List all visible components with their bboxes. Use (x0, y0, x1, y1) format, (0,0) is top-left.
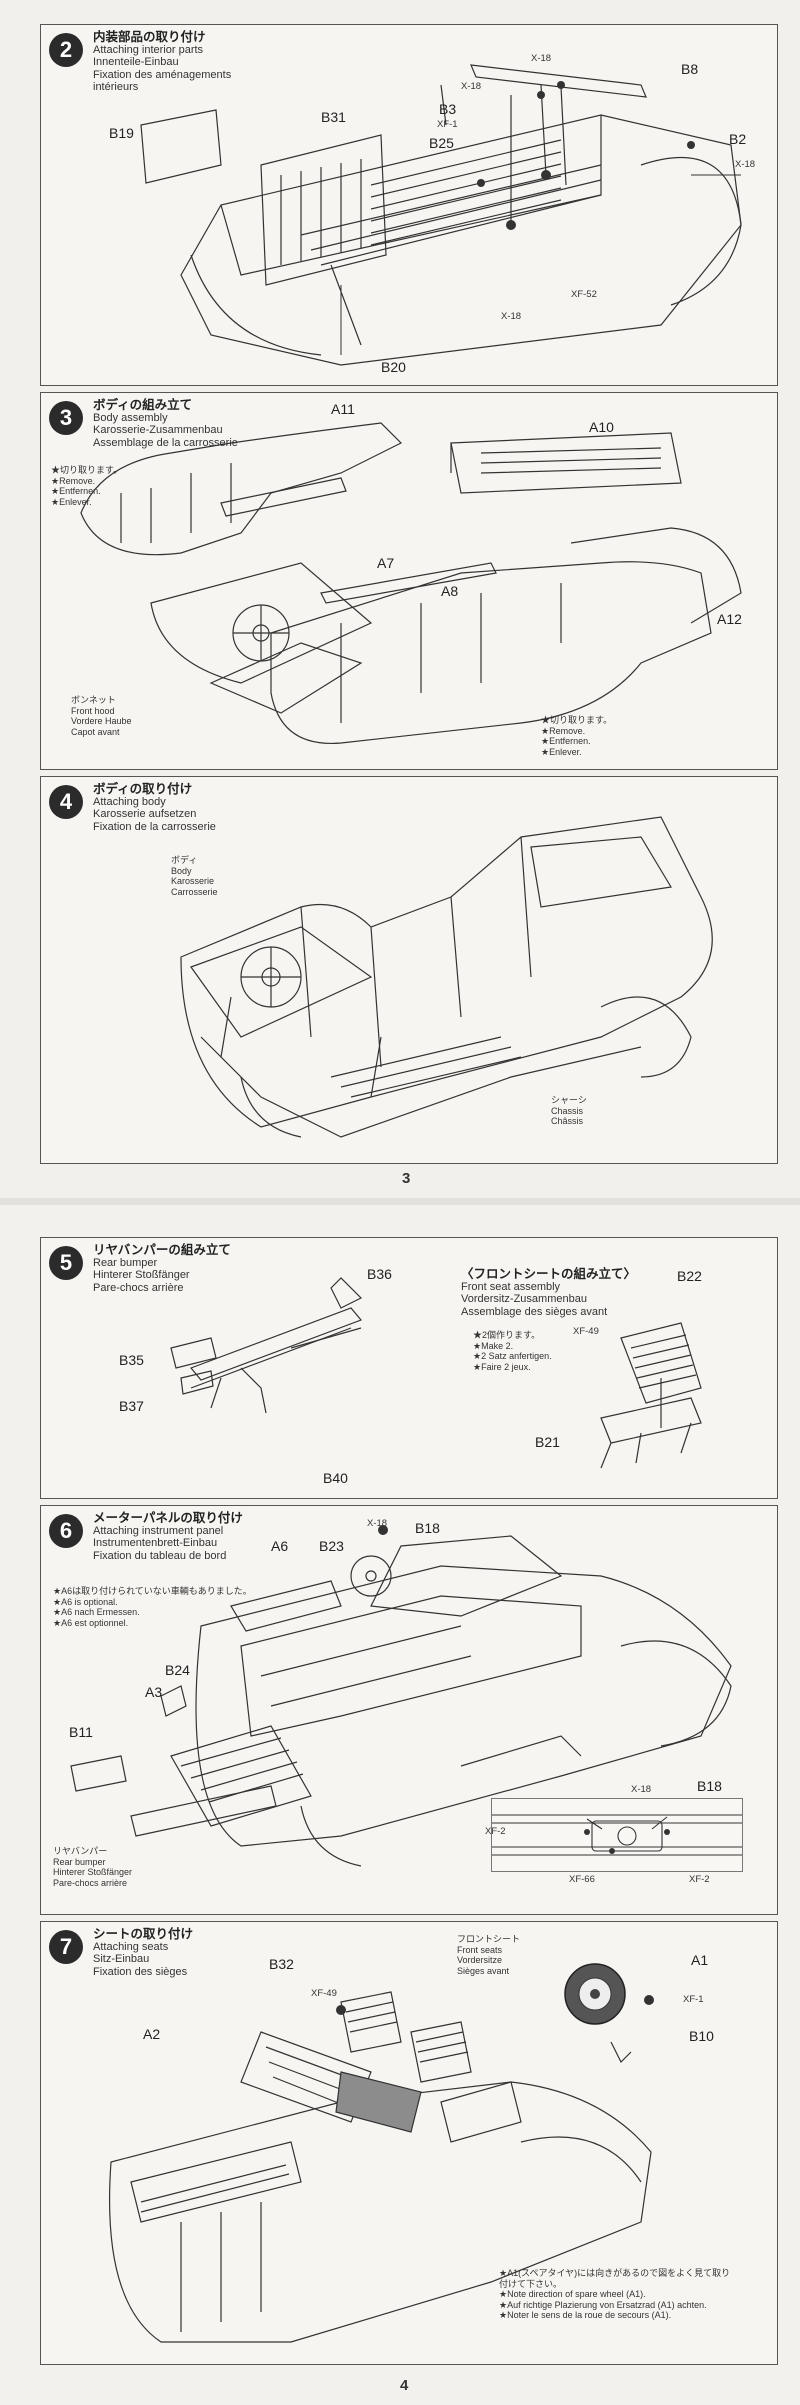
step-title: メーターパネルの取り付け Attaching instrument panel … (93, 1511, 243, 1562)
chassis-label: シャーシ Chassis Châssis (551, 1095, 587, 1126)
part-label-a2: A2 (143, 2026, 161, 2042)
make-two-note: ★2個作ります。 ★Make 2. ★2 Satz anfertigen. ★F… (473, 1330, 552, 1372)
part-label-b25: B25 (429, 135, 454, 151)
paint-label-xf49: XF-49 (573, 1326, 599, 1337)
step-4-illustration (180, 816, 713, 1138)
part-label-a7: A7 (377, 555, 395, 571)
paint-label-xf2: XF-2 (689, 1874, 710, 1885)
underside-inset (491, 1798, 743, 1872)
instruction-page-4: 5 リヤバンパーの組み立て Rear bumper Hinterer Stoßf… (0, 1205, 800, 2405)
rear-bumper-label: リヤバンパー Rear bumper Hinterer Stoßfänger P… (53, 1846, 133, 1888)
part-label-b18: B18 (697, 1778, 722, 1794)
part-label-b11: B11 (69, 1724, 93, 1740)
paint-label-xf52: XF-52 (571, 289, 597, 300)
underside-inset-illustration (492, 1814, 742, 1856)
step-title: シートの取り付け Attaching seats Sitz-Einbau Fix… (93, 1927, 194, 1978)
part-label-b40: B40 (323, 1470, 348, 1486)
step-5-panel: 5 リヤバンパーの組み立て Rear bumper Hinterer Stoßf… (40, 1237, 778, 1499)
part-label-a6: A6 (271, 1538, 289, 1554)
seat-assembly-title: 〈フロントシートの組み立て〉 Front seat assembly Vorde… (461, 1267, 637, 1318)
part-label-b35: B35 (119, 1352, 144, 1368)
page-number: 3 (402, 1170, 411, 1187)
remove-note-left: ★切り取ります。 ★Remove. ★Entfernen. ★Enlever. (51, 465, 123, 507)
remove-note-right: ★切り取ります。 ★Remove. ★Entfernen. ★Enlever. (541, 715, 613, 757)
part-label-b21: B21 (535, 1434, 560, 1450)
paint-label-x18: X-18 (367, 1518, 388, 1529)
paint-label-xf49: XF-49 (311, 1988, 337, 1999)
step-4-panel: 4 ボディの取り付け Attaching body Karosserie auf… (40, 776, 778, 1164)
part-label-b24: B24 (165, 1662, 190, 1678)
step-title: ボディの組み立て Body assembly Karosserie-Zusamm… (93, 398, 238, 449)
paint-label-x18: X-18 (531, 53, 552, 64)
part-label-b10: B10 (689, 2028, 714, 2044)
paint-label-x18: X-18 (735, 159, 756, 170)
page-separator (0, 1198, 800, 1207)
step-7-panel: 7 シートの取り付け Attaching seats Sitz-Einbau F… (40, 1921, 778, 2365)
paint-label-xf66: XF-66 (569, 1874, 595, 1885)
paint-label-x18: X-18 (631, 1784, 652, 1795)
step-number: 6 (49, 1514, 83, 1548)
step-title: リヤバンパーの組み立て Rear bumper Hinterer Stoßfän… (93, 1243, 231, 1294)
body-label: ボディ Body Karosserie Carrosserie (171, 855, 218, 897)
step-number: 4 (49, 785, 83, 819)
step-3-illustration (80, 422, 742, 745)
part-label-b20: B20 (381, 359, 406, 375)
front-seats-label: フロントシート Front seats Vordersitze Sièges a… (457, 1934, 521, 1976)
step-6-panel: 6 メーターパネルの取り付け Attaching instrument pane… (40, 1505, 778, 1915)
part-label-b22: B22 (677, 1268, 702, 1284)
paint-label-x18: X-18 (501, 311, 522, 322)
paint-label-xf1: XF-1 (437, 119, 458, 130)
part-label-b32: B32 (269, 1956, 294, 1972)
paint-label-xf1: XF-1 (683, 1994, 704, 2005)
step-3-panel: 3 ボディの組み立て Body assembly Karosserie-Zusa… (40, 392, 778, 770)
part-label-b2: B2 (729, 131, 747, 147)
step-title: ボディの取り付け Attaching body Karosserie aufse… (93, 782, 216, 833)
part-label-a8: A8 (441, 583, 459, 599)
part-label-b3: B3 (439, 101, 457, 117)
part-label-b18: B18 (415, 1520, 440, 1536)
step-title: 内装部品の取り付け Attaching interior parts Innen… (93, 30, 232, 93)
spare-wheel-note: ★A1(スペアタイヤ)には向きがあるので図をよく見て取り 付けて下さい。 ★No… (499, 2268, 731, 2320)
part-label-b37: B37 (119, 1398, 144, 1414)
page-number: 4 (400, 2377, 409, 2394)
part-label-b31: B31 (321, 109, 346, 125)
step-2-panel: 2 内装部品の取り付け Attaching interior parts Inn… (40, 24, 778, 386)
part-label-a3: A3 (145, 1684, 163, 1700)
part-label-a12: A12 (717, 611, 742, 627)
step-number: 7 (49, 1930, 83, 1964)
step-number: 5 (49, 1246, 83, 1280)
part-label-b19: B19 (109, 125, 134, 141)
step-2-illustration (140, 64, 742, 366)
step-number: 2 (49, 33, 83, 67)
part-label-a1: A1 (691, 1952, 709, 1968)
step-6-illustration (70, 1525, 732, 1867)
step-7-illustration (108, 1963, 654, 2343)
paint-label-xf2: XF-2 (485, 1826, 506, 1837)
a6-optional-note: ★A6は取り付けられていない車輌もありました。 ★A6 is optional.… (53, 1586, 252, 1628)
instruction-page-3: 2 内装部品の取り付け Attaching interior parts Inn… (0, 0, 800, 1200)
part-label-a11: A11 (331, 401, 355, 417)
paint-label-x18: X-18 (461, 81, 482, 92)
front-hood-label: ボンネット Front hood Vordere Haube Capot ava… (71, 695, 132, 737)
part-label-b8: B8 (681, 61, 699, 77)
part-label-b36: B36 (367, 1266, 392, 1282)
part-label-b23: B23 (319, 1538, 344, 1554)
part-label-a10: A10 (589, 419, 614, 435)
step-5-illustration (170, 1277, 702, 1469)
step-number: 3 (49, 401, 83, 435)
